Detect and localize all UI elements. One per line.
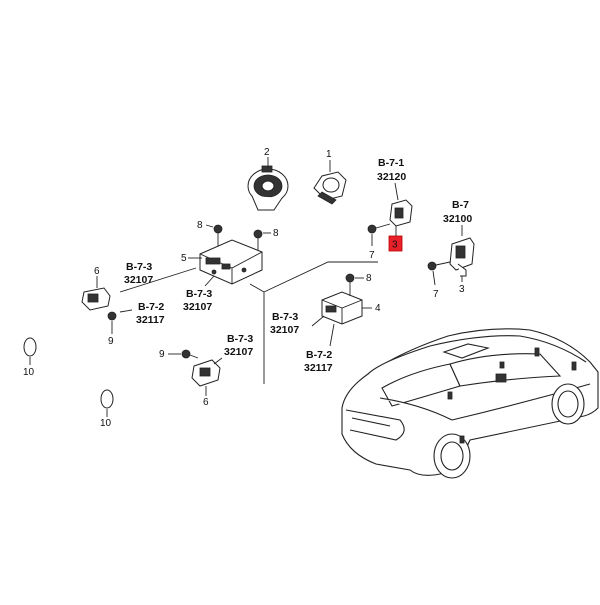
bolt-9[interactable] (107, 311, 117, 321)
callout-10: 10 (100, 418, 112, 429)
ref-num-32120: 32120 (377, 171, 406, 183)
leader-line (119, 309, 133, 313)
leader-line (311, 315, 325, 327)
callout-3-highlighted: 3 (392, 240, 398, 251)
rubber-ring[interactable] (23, 337, 37, 357)
ref-code-b73: B-7-3 (126, 261, 152, 273)
callout-5: 5 (181, 253, 187, 264)
front-impact-sensor[interactable] (81, 287, 111, 311)
highlight-box (388, 235, 403, 252)
side-impact-sensor[interactable] (449, 237, 475, 277)
bolt-7[interactable] (367, 223, 391, 234)
ref-code-b73: B-7-3 (272, 311, 298, 323)
callout-7: 7 (433, 289, 439, 300)
bolt-9[interactable] (181, 349, 199, 359)
leader-line (205, 224, 214, 228)
callout-9: 9 (159, 349, 165, 360)
cable-reel[interactable] (313, 171, 347, 205)
leader-line (394, 182, 399, 201)
callout-2: 2 (264, 147, 270, 158)
callout-8: 8 (197, 220, 203, 231)
clock-spring[interactable] (247, 165, 289, 211)
callout-8: 8 (273, 228, 279, 239)
ref-code-b73: B-7-3 (186, 288, 212, 300)
leader-line (432, 270, 436, 286)
leader-line (329, 323, 335, 347)
bolt-8[interactable] (213, 224, 223, 246)
callout-8: 8 (366, 273, 372, 284)
ref-num-32107: 32107 (270, 324, 299, 336)
callout-7: 7 (369, 250, 375, 261)
leader-line (213, 357, 223, 365)
callout-6: 6 (203, 397, 209, 408)
ref-code-b73: B-7-3 (227, 333, 253, 345)
callout-4: 4 (375, 303, 381, 314)
ref-num-32107: 32107 (224, 346, 253, 358)
callout-9: 9 (108, 336, 114, 347)
ref-num-32117: 32117 (304, 362, 333, 374)
impact-sensor-highlighted[interactable] (389, 199, 413, 227)
ref-code-b72: B-7-2 (138, 301, 164, 313)
ref-num-32100: 32100 (443, 213, 472, 225)
frame-line (263, 261, 378, 384)
satellite-module[interactable] (321, 291, 363, 325)
leader-line (119, 267, 197, 293)
bolt-8[interactable] (253, 229, 263, 250)
impact-sensor[interactable] (191, 359, 221, 387)
ref-num-32107: 32107 (124, 274, 153, 286)
ref-num-32117: 32117 (136, 314, 165, 326)
leader-line (204, 275, 215, 287)
ref-code-b71: B-7-1 (378, 157, 404, 169)
callout-6: 6 (94, 266, 100, 277)
ref-code-b7: B-7 (452, 199, 469, 211)
callout-10: 10 (23, 367, 35, 378)
callout-3: 3 (459, 284, 465, 295)
ref-code-b72: B-7-2 (306, 349, 332, 361)
srs-unit[interactable] (199, 239, 263, 285)
ref-num-32107: 32107 (183, 301, 212, 313)
callout-1: 1 (326, 149, 332, 160)
frame-line (249, 283, 265, 293)
vehicle-body (341, 328, 599, 479)
bolt-8[interactable] (345, 273, 355, 296)
rubber-ring[interactable] (100, 389, 114, 409)
bolt-7[interactable] (427, 261, 451, 271)
